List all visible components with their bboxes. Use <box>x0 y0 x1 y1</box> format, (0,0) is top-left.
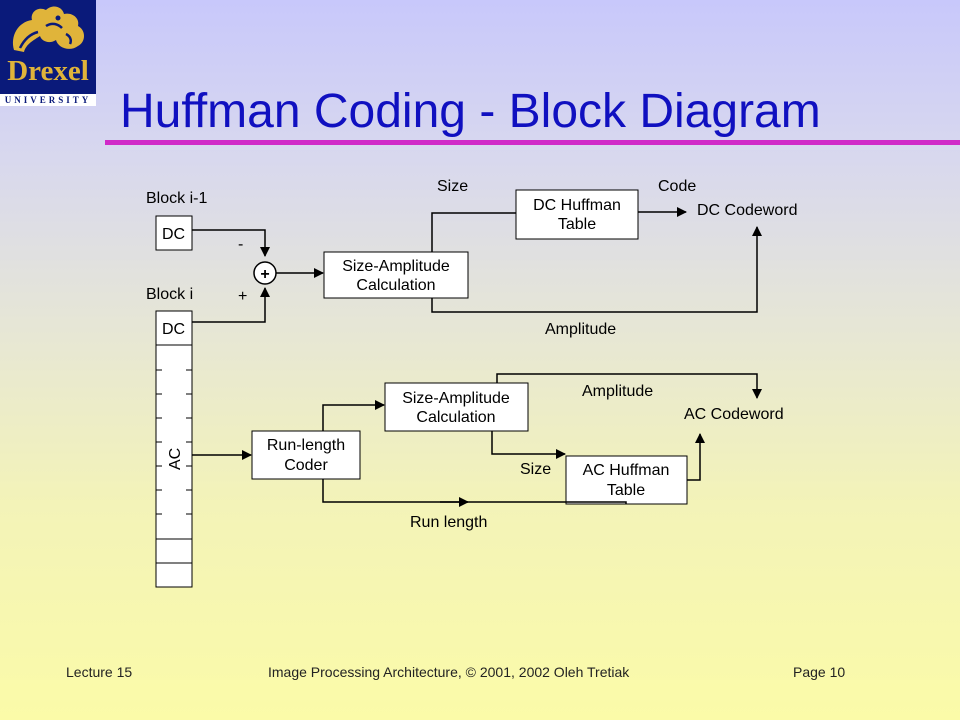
footer-course: Image Processing Architecture, © 2001, 2… <box>268 664 630 680</box>
dc-size-amplitude-box <box>323 251 469 299</box>
block-curr-label: Block i <box>146 286 193 303</box>
ac-size-amplitude-box <box>384 382 529 432</box>
slide-title: Huffman Coding - Block Diagram <box>120 85 821 138</box>
minus-sign: - <box>238 236 243 253</box>
ac-size-amplitude-line2: Calculation <box>416 409 495 426</box>
ac-size-amplitude-line1: Size-Amplitude <box>402 390 510 407</box>
ac-size-label: Size <box>520 461 551 478</box>
ac-huffman-line1: AC Huffman <box>583 462 670 479</box>
dc-size-amplitude-line2: Calculation <box>356 277 435 294</box>
footer-page: Page 10 <box>793 664 846 680</box>
ac-codeword-label: AC Codeword <box>684 406 784 423</box>
dc-amplitude-label: Amplitude <box>545 321 616 338</box>
runlength-coder-line1: Run-length <box>267 437 345 454</box>
dc-huffman-line2: Table <box>558 216 596 233</box>
dc-prev-arrow <box>192 229 270 257</box>
ac-huffman-line2: Table <box>607 482 645 499</box>
block-column <box>155 310 193 588</box>
dc-size-amplitude-line1: Size-Amplitude <box>342 258 450 275</box>
dc-codeword-label: DC Codeword <box>697 202 797 219</box>
dc-label-curr: DC <box>162 321 185 338</box>
dc-label-prev: DC <box>162 226 185 243</box>
title-underline <box>105 140 960 145</box>
dc-huffman-line1: DC Huffman <box>533 197 621 214</box>
dc-curr-arrow <box>192 287 270 323</box>
ac-size-arrow <box>491 431 566 459</box>
run-length-line <box>322 479 627 504</box>
runlength-coder-box <box>251 430 361 480</box>
drexel-logo: Drexel UNIVERSITY <box>0 0 96 106</box>
adder-symbol: + <box>260 266 269 283</box>
ac-amplitude-label: Amplitude <box>582 383 653 400</box>
ac-huffman-table-box <box>565 455 688 505</box>
ac-huffman-out-arrow <box>687 433 705 481</box>
dc-size-label: Size <box>437 178 468 195</box>
runlength-coder-line2: Coder <box>284 457 328 474</box>
run-length-label: Run length <box>410 514 487 531</box>
logo-subtitle: UNIVERSITY <box>0 94 96 106</box>
ac-label: AC <box>167 448 184 470</box>
footer-lecture: Lecture 15 <box>66 664 133 680</box>
dc-size-line <box>431 212 516 252</box>
dc-cell-prev <box>155 215 193 251</box>
logo-wordmark: Drexel <box>7 55 89 87</box>
cell-ticks <box>156 369 192 515</box>
dc-amplitude-arrow <box>431 226 762 313</box>
dragon-icon <box>12 6 85 52</box>
plus-sign: + <box>238 288 247 305</box>
block-prev-label: Block i-1 <box>146 190 207 207</box>
dc-huffman-table-box <box>515 189 639 240</box>
dc-code-label: Code <box>658 178 696 195</box>
ac-amplitude-arrow <box>496 373 762 399</box>
runlength-to-sizeamp-arrow <box>322 400 385 431</box>
